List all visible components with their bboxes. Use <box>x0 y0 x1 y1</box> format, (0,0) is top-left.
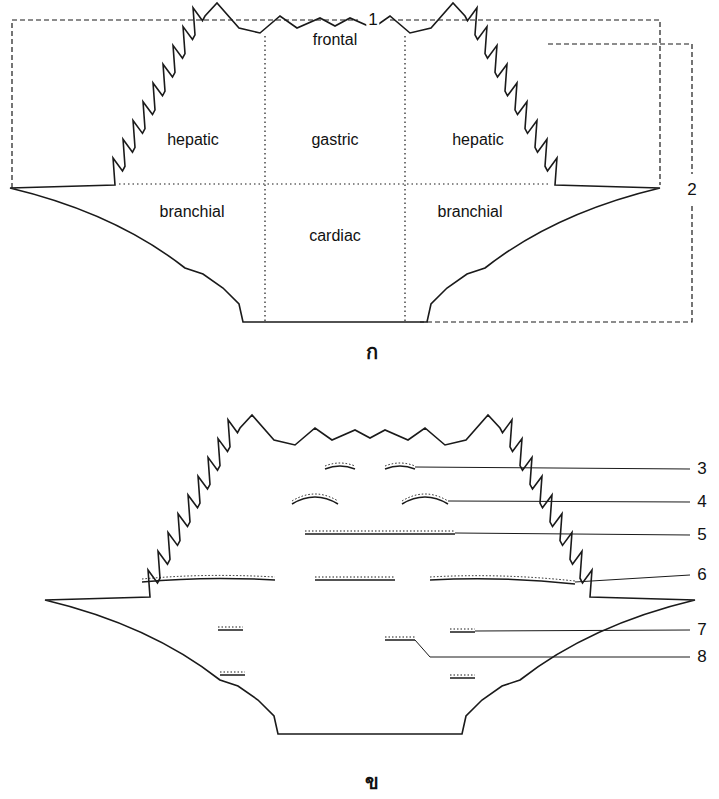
groove-mark <box>218 629 243 631</box>
carapace-outline <box>45 415 695 734</box>
groove-mark <box>450 677 475 679</box>
dimension-number: 1 <box>366 11 379 30</box>
groove-mark <box>385 463 415 466</box>
dimension-bracket <box>12 20 358 188</box>
dimension-bracket <box>420 206 692 322</box>
groove-mark <box>385 637 415 638</box>
region-name: frontal <box>313 31 357 49</box>
groove-mark <box>292 494 338 501</box>
groove-mark <box>402 494 448 501</box>
groove-mark <box>325 466 355 469</box>
groove-mark <box>385 466 415 469</box>
groove-mark <box>402 497 448 504</box>
groove-mark <box>218 627 243 628</box>
dimension-bracket <box>548 44 692 174</box>
groove-mark <box>450 629 475 630</box>
callout-number: 3 <box>695 460 708 479</box>
leader-line <box>448 501 690 502</box>
leader-line <box>575 575 690 582</box>
groove-mark <box>450 675 475 676</box>
groove-mark <box>142 575 275 579</box>
groove-mark <box>220 674 245 676</box>
region-name: branchial <box>160 203 225 221</box>
region-name: cardiac <box>309 227 361 245</box>
leader-line <box>415 640 690 657</box>
groove-mark <box>385 639 415 641</box>
leader-line <box>455 533 690 535</box>
region-boundary <box>119 183 551 184</box>
callout-number: 8 <box>695 648 708 667</box>
callout-number: 7 <box>695 621 708 640</box>
region-boundary <box>264 36 265 322</box>
groove-mark <box>292 497 338 504</box>
groove-mark <box>450 631 475 633</box>
groove-mark <box>305 533 455 535</box>
groove-mark <box>220 672 245 673</box>
groove-mark <box>305 531 455 532</box>
dimension-bracket <box>390 20 660 185</box>
callout-number: 4 <box>695 493 708 512</box>
region-name: hepatic <box>167 131 219 149</box>
region-name: branchial <box>438 203 503 221</box>
groove-mark <box>315 577 395 578</box>
callout-number: 5 <box>695 526 708 545</box>
region-name: hepatic <box>452 131 504 149</box>
callout-number: 6 <box>695 566 708 585</box>
groove-mark <box>430 576 575 581</box>
carapace-outline <box>10 3 660 322</box>
groove-mark <box>325 463 355 466</box>
panel-letter: ข <box>365 771 379 793</box>
groove-mark <box>430 579 575 584</box>
groove-mark <box>315 579 395 581</box>
groove-mark <box>142 578 275 582</box>
panel-letter: ก <box>366 341 378 363</box>
region-boundary <box>404 36 405 322</box>
leader-line <box>415 467 690 469</box>
leader-line <box>475 630 690 631</box>
region-name: gastric <box>311 131 358 149</box>
dimension-number: 2 <box>685 181 698 200</box>
